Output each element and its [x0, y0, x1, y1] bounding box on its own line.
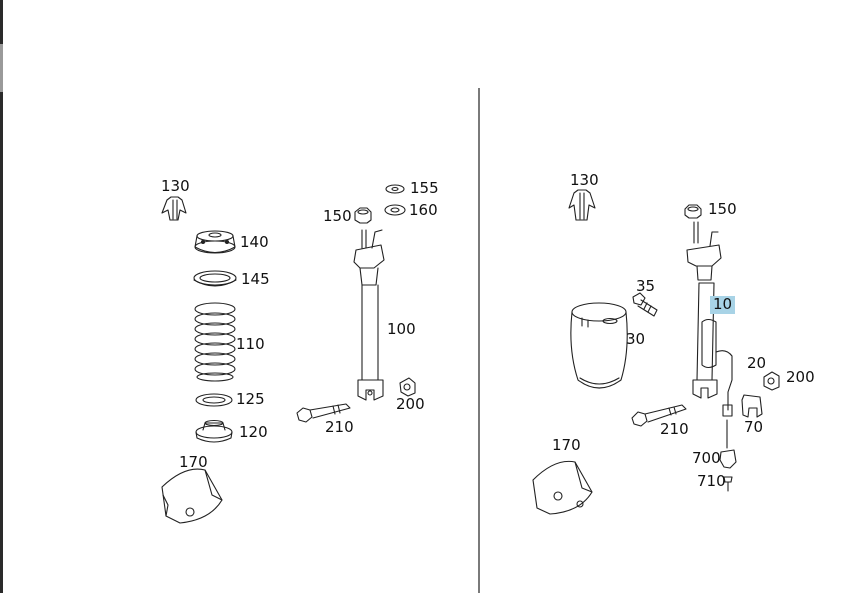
part-100-shock-absorber [353, 229, 385, 401]
part-120-bumper [195, 419, 233, 443]
part-710-screw [723, 476, 733, 492]
part-35-fitting [632, 292, 658, 317]
callout-left-120[interactable]: 120 [239, 423, 268, 441]
callout-right-700[interactable]: 700 [692, 449, 721, 467]
part-110-coil-spring [194, 302, 236, 382]
callout-left-210[interactable]: 210 [325, 418, 354, 436]
window-edge-tab [0, 44, 3, 92]
callout-right-35[interactable]: 35 [636, 277, 656, 295]
part-125-seat [195, 393, 233, 407]
part-200-bushing-left [399, 377, 416, 397]
callout-right-70[interactable]: 70 [744, 418, 764, 436]
part-210-bolt-right [631, 404, 687, 427]
callout-left-170[interactable]: 170 [179, 453, 208, 471]
part-155-washer [385, 184, 405, 194]
callout-left-100[interactable]: 100 [387, 320, 416, 338]
part-10-air-strut [686, 221, 722, 399]
callout-left-155[interactable]: 155 [410, 179, 439, 197]
callout-left-125[interactable]: 125 [236, 390, 265, 408]
left-panel-art [161, 184, 416, 524]
callout-left-200[interactable]: 200 [396, 395, 425, 413]
callout-right-130[interactable]: 130 [570, 171, 599, 189]
part-700-connector [719, 419, 737, 469]
part-170-cover-left [161, 468, 223, 524]
callout-right-200[interactable]: 200 [786, 368, 815, 386]
part-130-clip-left [161, 196, 187, 221]
part-150-nut-left [354, 207, 372, 224]
callout-right-710[interactable]: 710 [697, 472, 726, 490]
callout-left-110[interactable]: 110 [236, 335, 265, 353]
part-210-bolt-left [296, 403, 351, 423]
callout-right-210[interactable]: 210 [660, 420, 689, 438]
part-150-nut-right [684, 204, 702, 219]
part-200-bushing-right [763, 371, 780, 391]
part-170-cover-right [532, 460, 593, 515]
window-edge [0, 0, 3, 593]
callout-left-160[interactable]: 160 [409, 201, 438, 219]
part-130-clip-right [568, 189, 596, 221]
callout-right-10-highlighted[interactable]: 10 [710, 296, 736, 314]
callout-right-170[interactable]: 170 [552, 436, 581, 454]
callout-right-150[interactable]: 150 [708, 200, 737, 218]
part-20-sensor-cable [715, 350, 733, 417]
part-70-clip [741, 394, 763, 418]
part-145-seat [193, 270, 237, 287]
part-140-top-mount [194, 230, 236, 254]
callout-left-130[interactable]: 130 [161, 177, 190, 195]
callout-left-140[interactable]: 140 [240, 233, 269, 251]
part-30-air-spring [570, 302, 628, 389]
callout-left-145[interactable]: 145 [241, 270, 270, 288]
part-160-washer [384, 204, 406, 216]
panel-divider [478, 88, 480, 593]
callout-right-20[interactable]: 20 [747, 354, 767, 372]
right-panel-art [532, 189, 780, 515]
callout-left-150[interactable]: 150 [323, 207, 352, 225]
callout-right-30[interactable]: 30 [626, 330, 646, 348]
